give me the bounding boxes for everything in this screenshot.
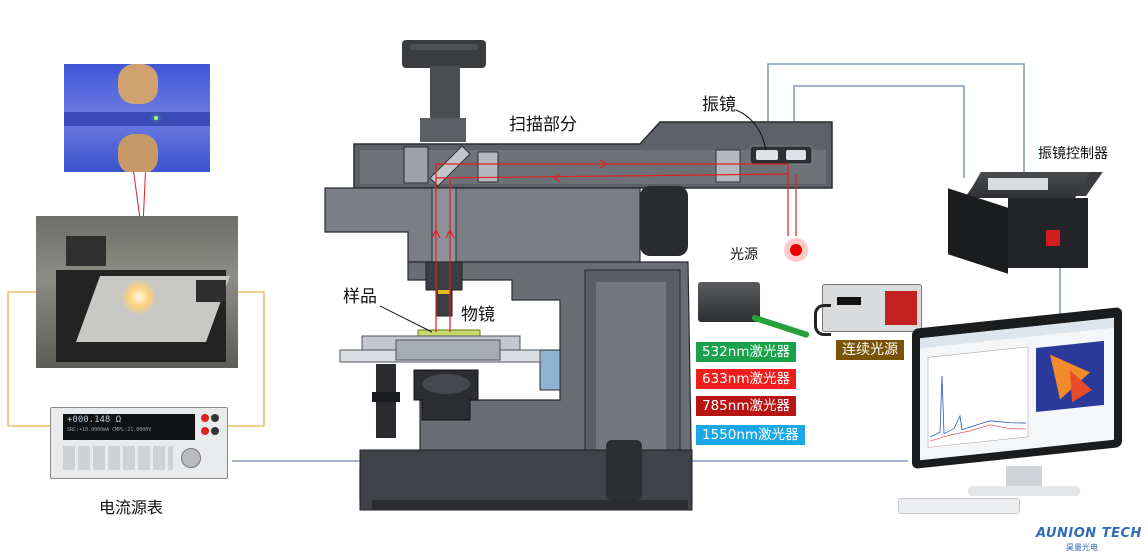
laser-tag-785: 785nm激光器 — [696, 396, 796, 416]
light-source-dot — [784, 238, 808, 262]
brand-logo: AUNION TECH — [1036, 526, 1142, 541]
laser-path — [431, 159, 797, 332]
label-galvo-controller: 振镜控制器 — [1038, 146, 1108, 162]
label-light-source: 光源 — [730, 247, 758, 263]
sample-stage-photo — [36, 216, 238, 368]
galvo-controller-box — [948, 172, 1103, 274]
laser-module — [698, 282, 760, 322]
label-sample: 样品 — [343, 287, 377, 307]
device-micrograph — [64, 64, 210, 172]
keyboard — [898, 498, 1020, 514]
source-meter: +000.148 Ω SRC:+10.0000mA CMPL:21.0000V — [50, 407, 228, 479]
brand-logo-sub: 昊量光电 — [1066, 543, 1098, 552]
laser-tag-1550: 1550nm激光器 — [696, 425, 805, 445]
objective-and-stage — [339, 187, 541, 438]
cw-source-cable — [814, 304, 831, 336]
leader-lines — [379, 109, 767, 333]
label-galvo: 振镜 — [702, 95, 736, 115]
monitor — [898, 306, 1124, 538]
label-scan-unit: 扫描部分 — [509, 115, 577, 135]
label-sourcemeter: 电流源表 — [99, 498, 164, 517]
microscope-body — [324, 186, 693, 511]
monitor-screen — [920, 317, 1114, 461]
spectrum-plot — [920, 317, 1114, 448]
cw-source-tag: 连续光源 — [836, 340, 904, 360]
laser-tag-633: 633nm激光器 — [696, 369, 796, 389]
eyepiece — [402, 40, 486, 142]
laser-tag-532: 532nm激光器 — [696, 342, 796, 362]
label-objective: 物镜 — [461, 305, 495, 325]
meter-reading: +000.148 Ω — [67, 415, 122, 425]
meter-status: SRC:+10.0000mA CMPL:21.0000V — [67, 427, 152, 433]
cw-light-source-box — [822, 284, 922, 332]
